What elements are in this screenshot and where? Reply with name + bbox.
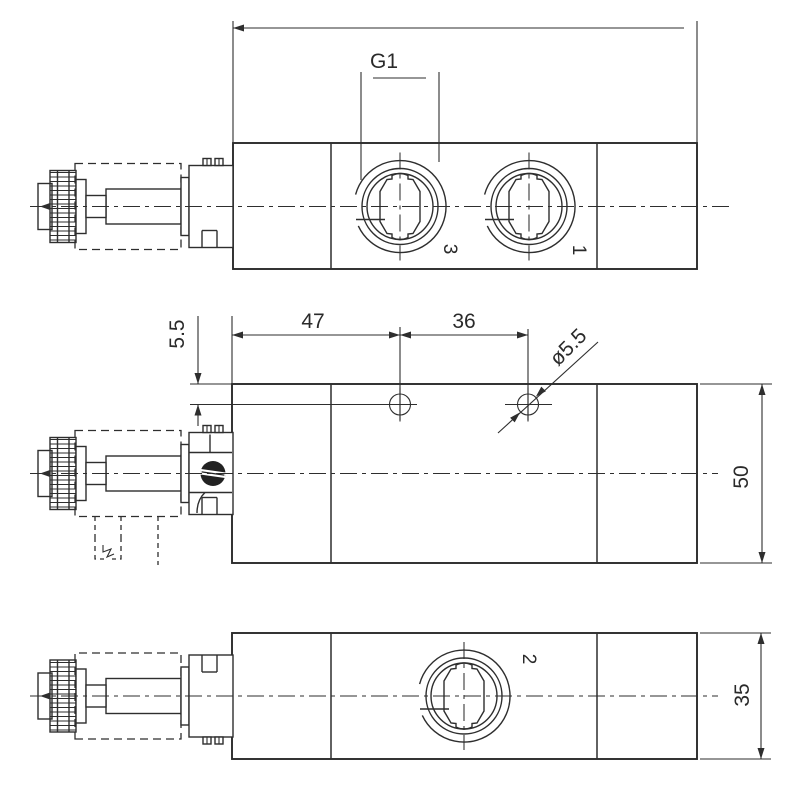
port-3-label: 3: [439, 244, 460, 255]
solenoid-actuator-bottom: [37, 652, 234, 745]
dim-47-label: 47: [301, 310, 324, 333]
hole-pitch-dimensions: 47 36: [231, 310, 528, 383]
dim-50-label: 50: [730, 465, 753, 488]
front-view: 5.5 47 36 ø5.5 50: [30, 310, 772, 565]
electrical-connection-symbol: [94, 516, 159, 565]
dimension-arrow: [233, 24, 244, 32]
port-2-label: 2: [518, 654, 539, 665]
hole-offset-dimension: 5.5: [166, 316, 232, 426]
top-view: G1 3 1: [30, 21, 731, 270]
bottom-view: 2 35: [30, 632, 771, 760]
solenoid-actuator-top: [37, 157, 234, 251]
adjustment-screw: [200, 461, 226, 486]
port-1-label: 1: [568, 245, 589, 256]
solenoid-front-details: [94, 434, 232, 565]
thread-size-label: G1: [370, 50, 398, 73]
dim-36-label: 36: [452, 310, 475, 333]
dim-35-label: 35: [731, 683, 754, 706]
overall-width-dimension: [232, 21, 698, 142]
dim-5-5-label: 5.5: [166, 319, 189, 348]
dim-hole-dia-label: ø5.5: [545, 324, 591, 370]
body-height-dimension-bottom: 35: [700, 632, 771, 760]
thread-size-callout: G1: [360, 50, 440, 180]
body-height-dimension-front: 50: [700, 383, 772, 564]
mounting-holes: [190, 327, 552, 423]
